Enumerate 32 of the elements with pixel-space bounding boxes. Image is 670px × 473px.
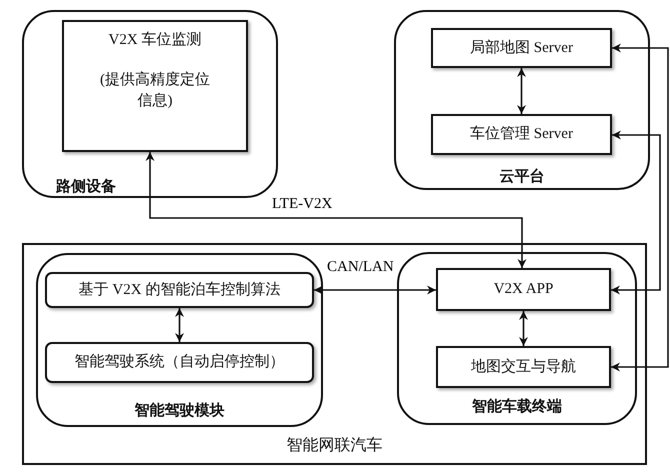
box-label: 地图交互与导航: [471, 357, 576, 377]
group-container: [394, 10, 650, 190]
connector-arrow: [517, 68, 526, 114]
group-label: 智能车载终端: [471, 397, 563, 416]
process-box: [436, 268, 611, 311]
group-container: [36, 253, 323, 427]
group-container: [22, 10, 278, 198]
connector-arrow: [611, 130, 661, 294]
box-label: 车位管理 Server: [470, 124, 573, 144]
box-description: (提供高精度定位信息): [99, 70, 211, 110]
group-label: 智能网联汽车: [286, 435, 384, 456]
group-label: 路侧设备: [56, 177, 116, 196]
process-box: [431, 28, 612, 68]
connector-arrow: [146, 152, 526, 268]
box-label: V2X 车位监测: [108, 30, 202, 50]
process-box: [45, 342, 314, 383]
connector-arrow: [611, 44, 669, 372]
process-box: [45, 272, 314, 308]
system-frame: [22, 243, 647, 465]
group-label: 智能驾驶模块: [134, 401, 226, 420]
connector-arrow: [519, 311, 528, 346]
box-label: 局部地图 Server: [470, 38, 573, 58]
process-box: [431, 114, 612, 155]
connector-arrow: [314, 286, 436, 294]
process-box: [436, 346, 611, 388]
box-label: V2X APP: [494, 280, 554, 300]
group-label: 云平台: [498, 167, 546, 186]
box-label: 智能驾驶系统（自动启停控制）: [74, 352, 284, 372]
process-box: [62, 20, 248, 152]
box-label: 基于 V2X 的智能泊车控制算法: [78, 280, 280, 300]
group-container: [397, 252, 637, 425]
connector-arrow: [175, 308, 184, 342]
